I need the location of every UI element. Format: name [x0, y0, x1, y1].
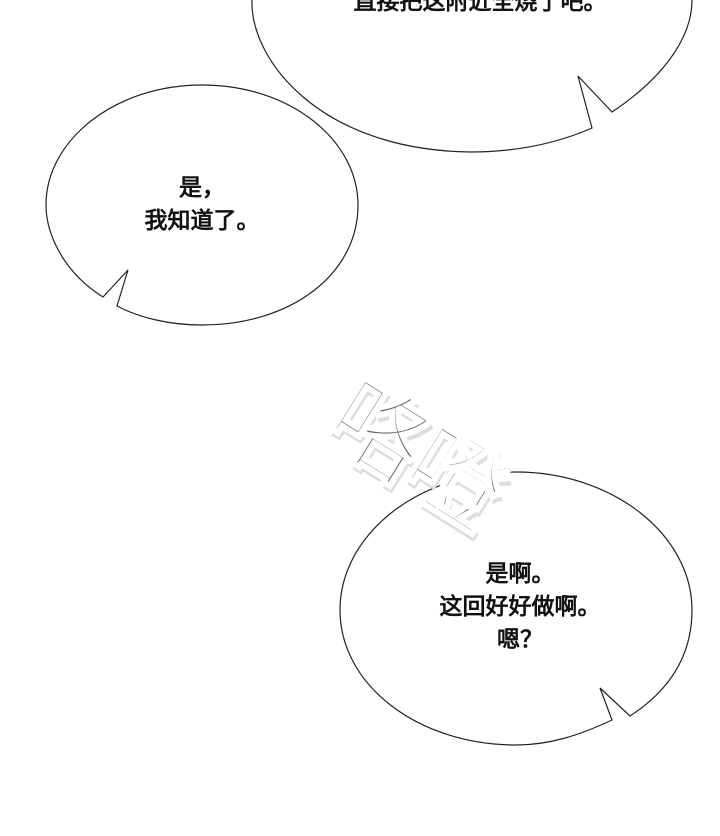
bubble-left-text: 是， 我知道了。	[102, 172, 302, 238]
bubble-left	[45, 84, 359, 326]
bubble-bottom	[339, 471, 693, 746]
bubble-top	[251, 0, 693, 153]
dialogue-line: 是，	[179, 175, 225, 201]
bubble-top-text: 直接把这附近全烧了吧。	[300, 0, 660, 19]
dialogue-line: 这回好好做啊。	[439, 594, 601, 620]
dialogue-line: 是啊。	[485, 561, 555, 587]
bubble-bottom-text: 是啊。 这回好好做啊。 嗯？	[410, 558, 630, 657]
dialogue-line: 我知道了。	[144, 208, 260, 234]
dialogue-line: 嗯？	[497, 627, 543, 653]
dialogue-line: 直接把这附近全烧了吧。	[353, 0, 607, 15]
